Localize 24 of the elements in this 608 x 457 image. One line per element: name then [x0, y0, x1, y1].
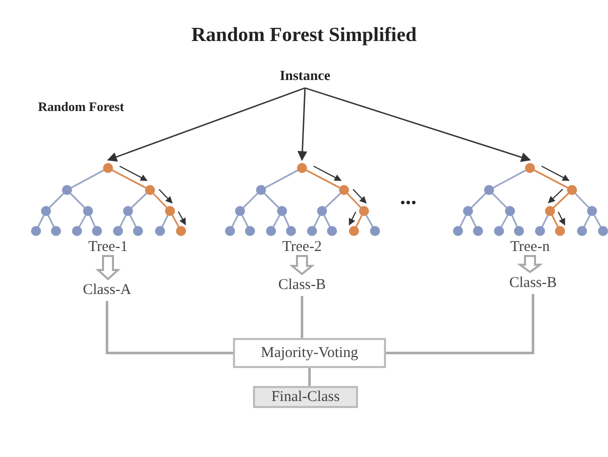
- diagram-title: Random Forest Simplified: [190, 24, 418, 47]
- tree-label: Tree-n: [510, 239, 550, 256]
- hollow-arrow: [289, 255, 315, 276]
- instance-label: Instance: [280, 69, 330, 85]
- node-label: Final-Class: [271, 388, 340, 406]
- node-label: Majority-Voting: [260, 344, 358, 362]
- group-label: Random Forest: [38, 100, 124, 113]
- node-label: Class-B: [509, 274, 557, 292]
- connector-line: [106, 301, 233, 354]
- tree-label: Tree-1: [88, 239, 128, 256]
- node-label: Class-B: [278, 276, 326, 294]
- ellipsis-label: ...: [400, 186, 416, 208]
- process-box: [233, 338, 386, 368]
- arrow: [107, 87, 306, 162]
- connector-line: [308, 368, 311, 386]
- arrow: [297, 88, 308, 161]
- node-label: Class-A: [82, 282, 132, 298]
- connector-line: [300, 296, 304, 338]
- arrow: [304, 87, 531, 162]
- result-box: [253, 386, 358, 408]
- connector-line: [386, 294, 534, 354]
- hollow-arrow: [95, 255, 121, 280]
- tree-label: Tree-2: [282, 239, 322, 256]
- hollow-arrow: [516, 255, 544, 274]
